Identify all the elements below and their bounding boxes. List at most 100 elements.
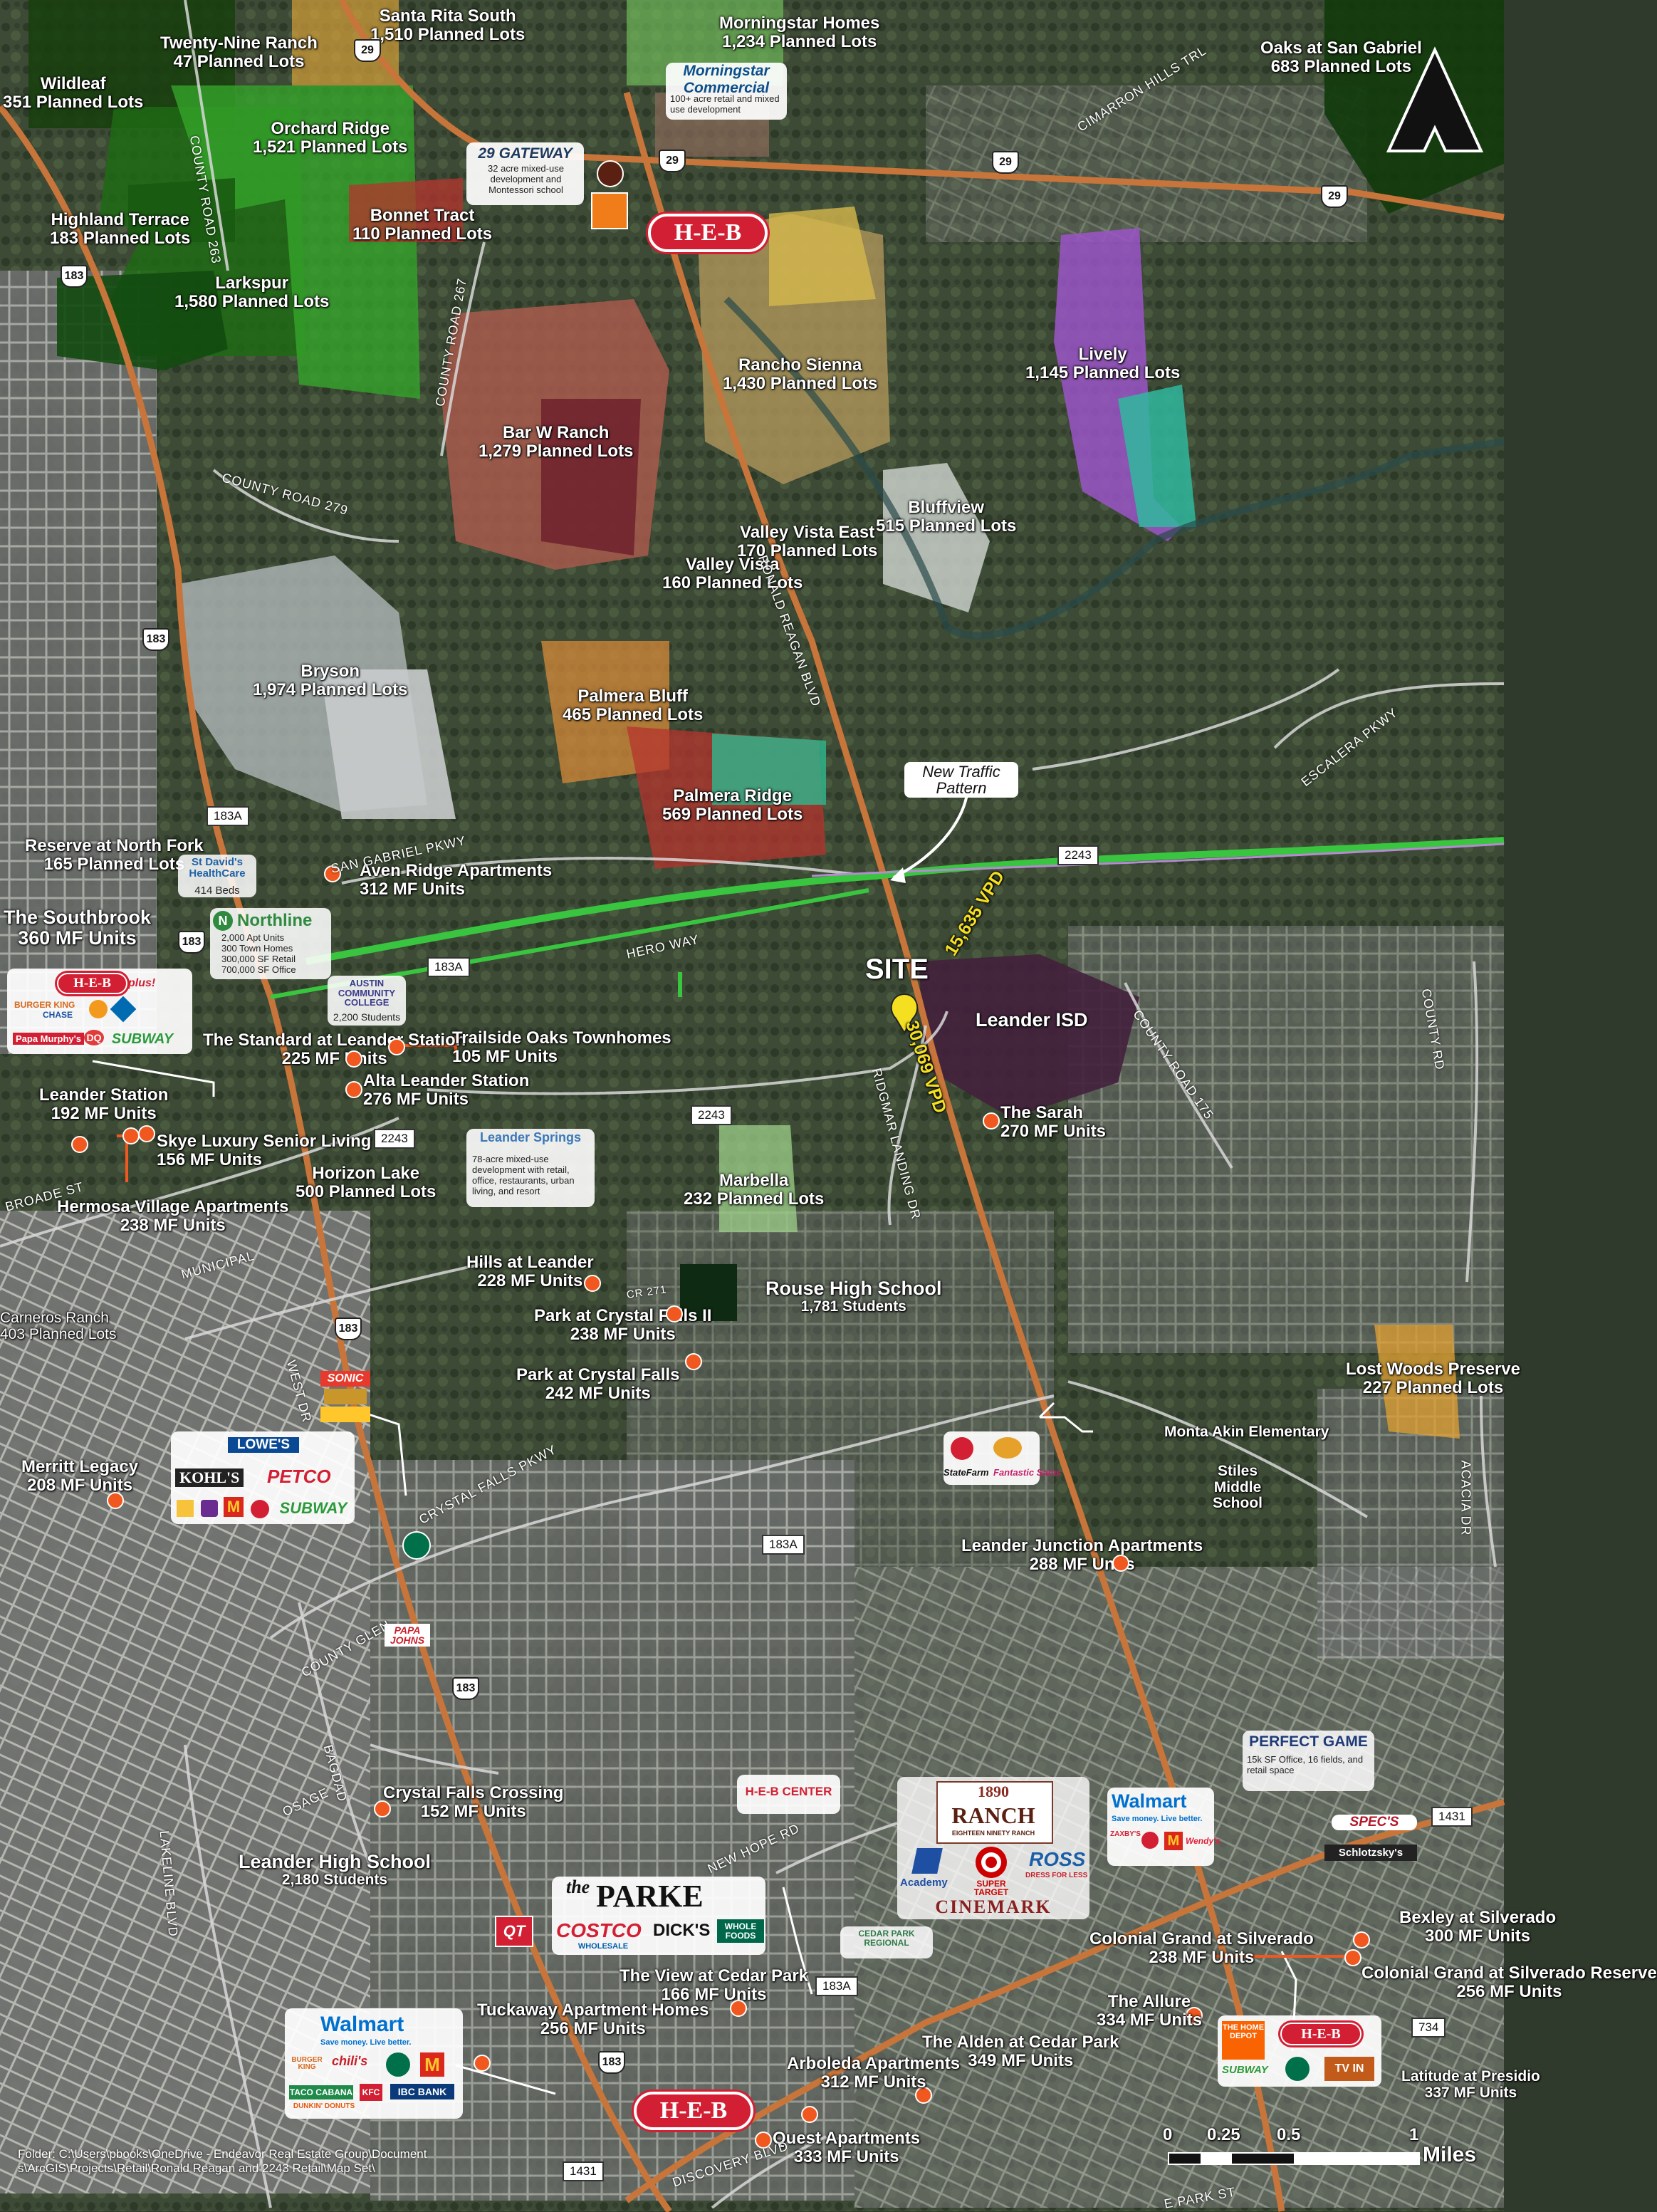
mcdonalds-logo-3: M: [420, 2052, 444, 2077]
northline-item-2: 300 Town Homes: [221, 943, 293, 954]
cinemark-logo: CINEMARK: [935, 1897, 1052, 1917]
bonnet-name: Bonnet Tract: [370, 206, 475, 225]
tv-in-logo: TV IN: [1324, 2057, 1374, 2081]
whataburger-icon-2: [89, 1000, 108, 1018]
heb-plus-tag: plus!: [128, 977, 156, 989]
vve-name: Valley Vista East: [740, 523, 875, 542]
merritt-detail: 208 MF Units: [27, 1475, 133, 1495]
santa-rita-detail: 1,510 Planned Lots: [370, 24, 526, 44]
morningstar-commercial-panel: Morningstar Commercial 100+ acre retail …: [666, 63, 787, 120]
lowes-logo: LOWE'S: [228, 1437, 299, 1453]
gateway-detail: 32 acre mixed-use development and Montes…: [488, 163, 564, 195]
heb-logo-south: H-E-B: [634, 2092, 753, 2130]
alta-dot: [345, 1081, 362, 1098]
lj-detail: 288 MF Units: [1029, 1554, 1135, 1574]
fm2243-shield-a: 2243: [1057, 845, 1099, 865]
pcf-detail: 242 MF Units: [545, 1383, 651, 1403]
rancho-name: Rancho Sienna: [738, 355, 862, 375]
subway-logo-3: SUBWAY: [1222, 2064, 1268, 2076]
skye-name: Skye Luxury Senior Living: [157, 1132, 372, 1151]
ranch-1890-logo-box: [936, 1781, 1053, 1844]
oaks-sg-name: Oaks at San Gabriel: [1260, 38, 1422, 58]
wingstop-icon: [177, 1500, 194, 1517]
cfc-dot: [374, 1800, 391, 1817]
tx183a-shield-4: 183A: [815, 1976, 858, 1996]
cedar-park-regional-logo: CEDAR PARK REGIONAL: [858, 1929, 915, 1948]
zaxbys-logo: ZAXBY'S: [1110, 1830, 1141, 1838]
subway-logo-2: SUBWAY: [279, 1499, 347, 1517]
chipotle-icon: [597, 160, 624, 187]
pizza-icon: [1141, 1832, 1159, 1849]
tuckaway-dot: [474, 2055, 491, 2072]
reserve-nf-name: Reserve at North Fork: [25, 836, 204, 855]
ross-logo: ROSS: [1029, 1848, 1086, 1870]
stiles-label: Stiles Middle School: [1212, 1463, 1263, 1512]
acc-detail: 2,200 Students: [333, 1011, 401, 1023]
vv-name: Valley Vista: [685, 555, 780, 574]
road-acacia: ACACIA DR: [1458, 1460, 1473, 1536]
pcf2-dot: [666, 1305, 683, 1322]
bexley-dot: [1353, 1931, 1370, 1948]
morningstar-commercial-detail: 100+ acre retail and mixed use developme…: [670, 93, 780, 115]
alta-name: Alta Leander Station: [363, 1071, 530, 1090]
bexley-name: Bexley at Silverado: [1399, 1908, 1557, 1927]
skye-dot-2: [138, 1125, 155, 1142]
lost-woods-name: Lost Woods Preserve: [1346, 1360, 1520, 1379]
merritt-name: Merritt Legacy: [21, 1457, 139, 1476]
statefarm-logo: StateFarm: [944, 1467, 989, 1478]
leander-isd-label: Leander ISD: [976, 1009, 1088, 1031]
heb-plus-logo: H-E-B: [57, 973, 127, 994]
reserve-nf-detail: 165 Planned Lots: [43, 854, 185, 874]
alden-dot: [915, 2087, 932, 2104]
scale-unit: Miles: [1423, 2143, 1477, 2166]
twenty-nine-detail: 47 Planned Lots: [173, 51, 305, 71]
stdavids-name: St David's HealthCare: [189, 856, 246, 880]
fm2243-shield-c: 2243: [374, 1129, 415, 1149]
kohls-logo: KOHL'S: [175, 1468, 244, 1487]
heb-logo-north: H-E-B: [648, 214, 768, 252]
us183-shield-d: 183: [335, 1318, 362, 1340]
monta-label: Monta Akin Elementary: [1164, 1424, 1329, 1440]
papa-murphys-logo: Papa Murphy's: [13, 1033, 84, 1045]
schlotzskys-logo: Schlotzsky's: [1324, 1845, 1417, 1861]
lhs-name: Leander High School: [239, 1851, 432, 1872]
burger-king-logo-2: BURGER KING: [291, 2056, 323, 2071]
arboleda-dot: [801, 2106, 818, 2123]
horizon-name: Horizon Lake: [312, 1164, 420, 1183]
cfc-detail: 152 MF Units: [420, 1801, 526, 1821]
academy-icon: [911, 1848, 943, 1874]
rouse-detail: 1,781 Students: [800, 1298, 906, 1315]
hermosa-name: Hermosa Village Apartments: [57, 1197, 289, 1216]
papa-johns-logo: PAPA JOHNS: [385, 1624, 430, 1647]
qt-logo: QT: [495, 1916, 533, 1947]
chilis-logo: chili's: [332, 2054, 368, 2068]
twenty-nine-name: Twenty-Nine Ranch: [160, 33, 318, 53]
standard-detail: 225 MF Units: [281, 1048, 387, 1068]
walmart-sw-logo: Walmart: [320, 2013, 404, 2036]
trailside-dot: [388, 1038, 405, 1055]
skye-detail: 156 MF Units: [157, 1149, 263, 1169]
dq-logo: DQ: [84, 1030, 104, 1045]
leander-springs-name: Leander Springs: [479, 1130, 582, 1144]
hills-name: Hills at Leander: [466, 1253, 594, 1272]
walmart-sw-tag: Save money. Live better.: [320, 2038, 412, 2047]
gateway-name: 29 GATEWAY: [478, 145, 573, 162]
northline-item-4: 700,000 SF Office: [221, 964, 296, 975]
merritt-dot: [107, 1492, 124, 1509]
the-parke-the: the: [566, 1877, 590, 1897]
